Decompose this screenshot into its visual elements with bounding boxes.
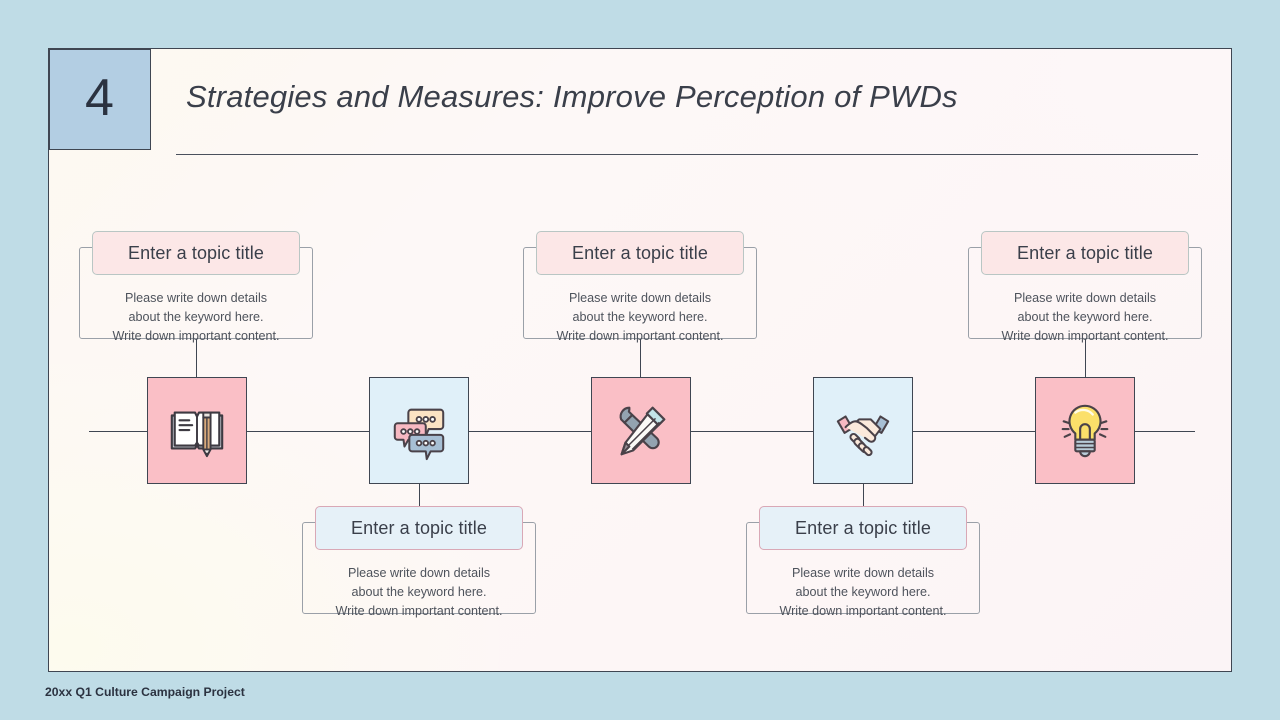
card-connector-line xyxy=(196,339,198,377)
card-connector-line xyxy=(863,484,865,524)
card-body-line: Please write down details xyxy=(124,291,268,305)
card-body-text: Please write down details about the keyw… xyxy=(79,289,313,345)
timeline-icon-tile[interactable] xyxy=(369,377,469,484)
slide-number-badge: 4 xyxy=(49,49,151,150)
card-body-line: Please write down details xyxy=(347,566,491,580)
card-connector-line xyxy=(640,339,642,377)
wrench-and-pencil-icon xyxy=(619,406,666,455)
card-title[interactable]: Enter a topic title xyxy=(536,231,744,275)
speech-bubbles-icon xyxy=(393,408,445,460)
card-title[interactable]: Enter a topic title xyxy=(759,506,967,550)
lightbulb-icon xyxy=(1061,404,1109,457)
card-body-line: Please write down details xyxy=(791,566,935,580)
card-body-line: Write down important content. xyxy=(1001,328,1169,343)
card-body-line: Write down important content. xyxy=(556,328,724,343)
card-body-text: Please write down details about the keyw… xyxy=(302,564,536,620)
card-body-line: about the keyword here. xyxy=(572,309,708,324)
card-body-line: Write down important content. xyxy=(335,603,503,618)
card-body-line: about the keyword here. xyxy=(128,309,264,324)
card-body-line: about the keyword here. xyxy=(795,584,931,599)
card-body-line: Write down important content. xyxy=(112,328,280,343)
card-title[interactable]: Enter a topic title xyxy=(981,231,1189,275)
open-book-with-pencil-icon xyxy=(170,411,224,457)
card-body-line: Please write down details xyxy=(1013,291,1157,305)
page-title: Strategies and Measures: Improve Percept… xyxy=(186,79,958,114)
card-body-line: about the keyword here. xyxy=(1017,309,1153,324)
footer-text: 20xx Q1 Culture Campaign Project xyxy=(45,685,245,699)
card-body-text: Please write down details about the keyw… xyxy=(968,289,1202,345)
card-title[interactable]: Enter a topic title xyxy=(315,506,523,550)
card-body-line: Write down important content. xyxy=(779,603,947,618)
card-connector-line xyxy=(1085,339,1087,377)
card-connector-line xyxy=(419,484,421,524)
slide-canvas: 4 Strategies and Measures: Improve Perce… xyxy=(48,48,1232,672)
timeline-icon-tile[interactable] xyxy=(147,377,247,484)
timeline-icon-tile[interactable] xyxy=(1035,377,1135,484)
slide-number: 4 xyxy=(85,68,115,127)
card-body-line: about the keyword here. xyxy=(351,584,487,599)
timeline-icon-tile[interactable] xyxy=(813,377,913,484)
timeline-icon-tile[interactable] xyxy=(591,377,691,484)
card-body-text: Please write down details about the keyw… xyxy=(746,564,980,620)
card-body-line: Please write down details xyxy=(568,291,712,305)
handshake-icon xyxy=(836,414,890,456)
card-title[interactable]: Enter a topic title xyxy=(92,231,300,275)
title-divider xyxy=(176,154,1198,156)
card-body-text: Please write down details about the keyw… xyxy=(523,289,757,345)
